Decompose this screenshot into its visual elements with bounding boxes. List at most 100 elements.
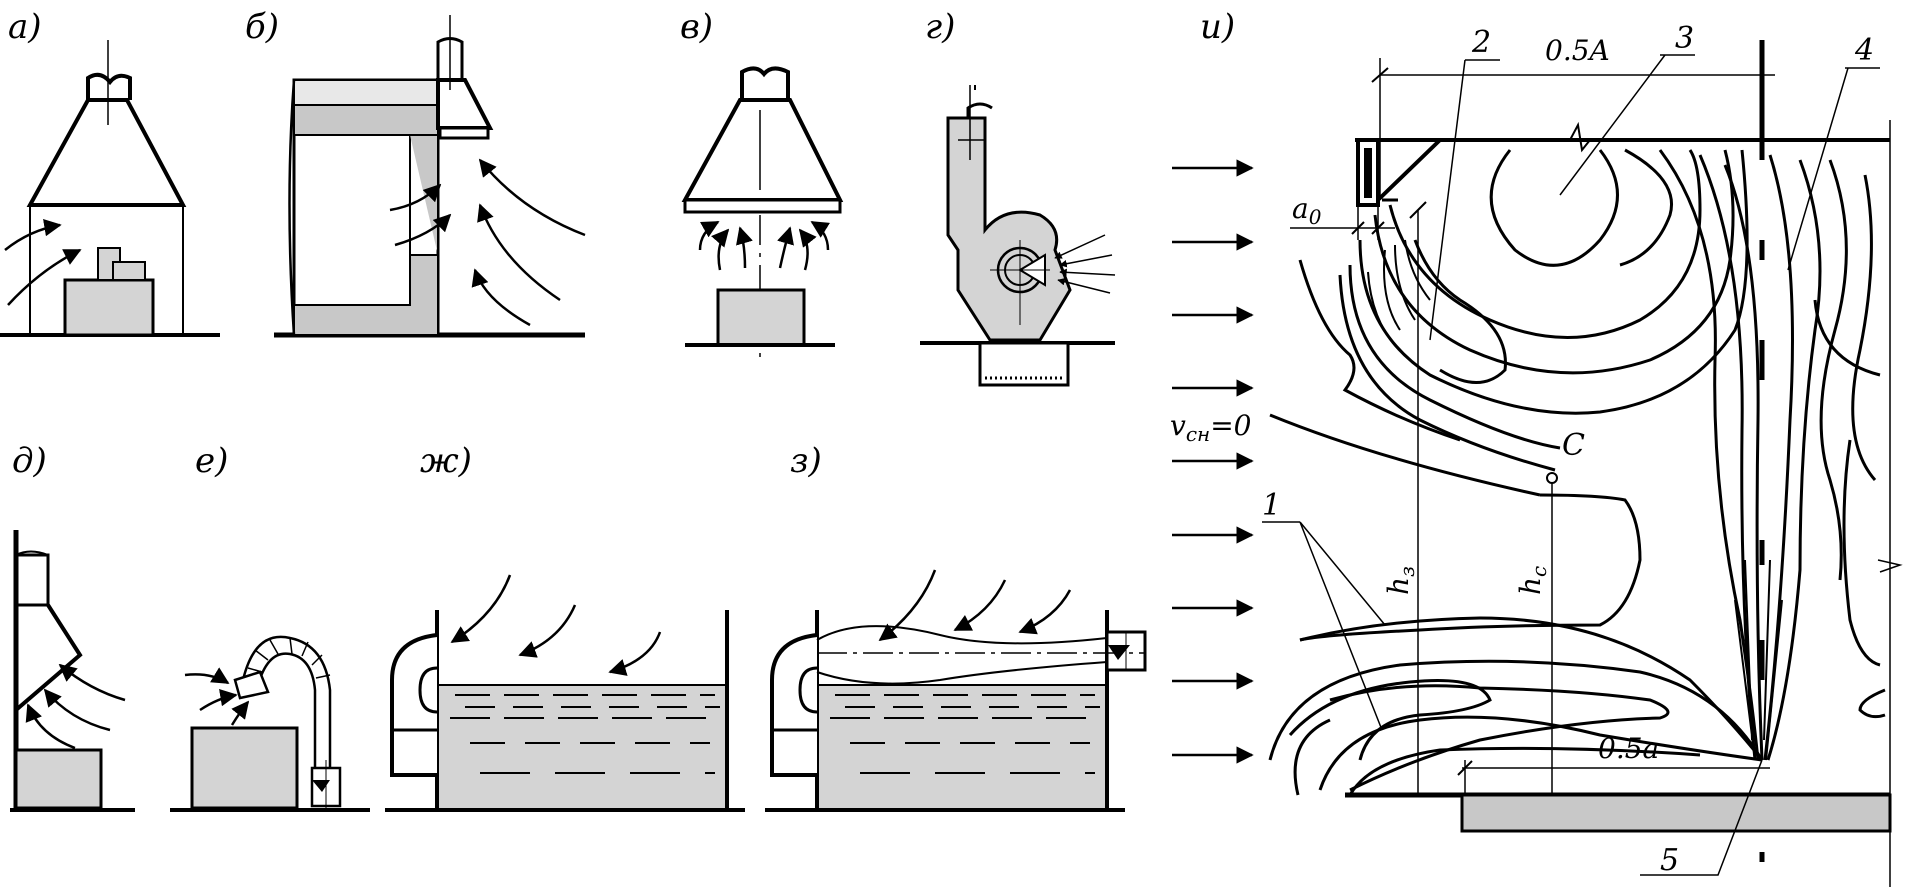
streamline-4 bbox=[1373, 149, 1735, 375]
panel-a: а) bbox=[0, 7, 220, 337]
dim-hc-text: hс bbox=[1514, 566, 1551, 595]
tank-liquid-z bbox=[817, 685, 1107, 810]
marker-1: 1 bbox=[1262, 488, 1281, 523]
duct-d-top bbox=[15, 550, 49, 556]
streamline-10 bbox=[1413, 239, 1507, 384]
streamline-21 bbox=[1813, 299, 1881, 377]
arrow-g2 bbox=[1059, 254, 1113, 268]
arrow-d2 bbox=[43, 688, 111, 732]
side-slot-zh bbox=[418, 666, 438, 714]
streamline-25 bbox=[1268, 659, 1764, 761]
hood-b-lip bbox=[438, 126, 490, 140]
streamline-24 bbox=[1288, 678, 1492, 761]
point-c bbox=[1546, 472, 1558, 484]
arrow-b1 bbox=[478, 158, 586, 237]
fine-streamline-3 bbox=[1404, 239, 1431, 301]
hood-b bbox=[436, 78, 494, 130]
arrow-g4 bbox=[1057, 277, 1111, 294]
streamline-28 bbox=[1293, 718, 1331, 796]
streamline-16 bbox=[1658, 149, 1760, 761]
panel-b-label: б) bbox=[245, 7, 279, 47]
equipment-i bbox=[1460, 793, 1892, 833]
panel-d: д) bbox=[10, 441, 135, 812]
duct-v bbox=[740, 66, 790, 100]
arrow-zh2 bbox=[518, 604, 577, 658]
marker-5: 5 bbox=[1660, 843, 1679, 878]
duct-d bbox=[16, 553, 50, 607]
tank-liquid-zh bbox=[437, 685, 727, 810]
ceiling-break bbox=[1569, 121, 1591, 153]
arrow-e2 bbox=[199, 688, 238, 712]
arrow-zh3 bbox=[608, 631, 662, 676]
equipment-v bbox=[716, 288, 806, 347]
dim-h3-text: hз bbox=[1382, 566, 1419, 595]
arrow-v6 bbox=[810, 220, 830, 251]
streamline-11 bbox=[1299, 493, 1642, 642]
streamline-15 bbox=[1766, 159, 1822, 761]
nozzle-e bbox=[233, 670, 270, 700]
duct-a bbox=[86, 72, 132, 100]
arrow-z1 bbox=[878, 569, 937, 642]
cabinet-b-left-edge bbox=[288, 79, 296, 336]
panel-zh-label: ж) bbox=[420, 441, 472, 481]
dim-half-A-tick bbox=[1371, 67, 1389, 83]
collector-g bbox=[946, 116, 1072, 342]
arrow-v4 bbox=[777, 226, 794, 269]
dim-a0-text: a0 bbox=[1292, 192, 1322, 229]
streamline-23 bbox=[1329, 684, 1670, 792]
panel-a-label: а) bbox=[8, 7, 42, 47]
duct-g bbox=[966, 102, 993, 118]
pit-g bbox=[978, 341, 1070, 387]
panel-zh: ж) bbox=[385, 441, 745, 812]
point-c-label: C bbox=[1562, 428, 1585, 463]
panel-e: е) bbox=[170, 441, 370, 812]
panel-z: з) bbox=[765, 441, 1147, 812]
equipment-d bbox=[14, 748, 103, 810]
arrow-v2 bbox=[711, 228, 730, 271]
arrow-v3 bbox=[736, 226, 753, 269]
panel-v: в) bbox=[680, 7, 844, 360]
streamline-17 bbox=[1819, 159, 1848, 581]
fine-streamlines bbox=[1367, 239, 1783, 761]
marker-4: 4 bbox=[1854, 33, 1874, 68]
arrow-b3 bbox=[471, 268, 531, 327]
cabinet-b-band bbox=[293, 104, 439, 136]
dim-h3-tick bbox=[1409, 201, 1427, 219]
side-slot-z bbox=[798, 666, 818, 714]
hood-a bbox=[26, 98, 187, 207]
marker-2: 2 bbox=[1471, 25, 1491, 60]
arrow-b4 bbox=[389, 183, 442, 212]
hood-v-lip bbox=[683, 198, 842, 214]
arm-e-ribs bbox=[247, 637, 331, 679]
arrow-a2 bbox=[7, 248, 82, 306]
dim-half-A-text: 0.5A bbox=[1545, 34, 1610, 67]
streamline-8 bbox=[1298, 259, 1461, 442]
leader-2 bbox=[1429, 59, 1500, 341]
arrow-d3 bbox=[25, 703, 76, 750]
streamline-1 bbox=[1489, 149, 1619, 267]
dim-half-a-tick bbox=[1457, 760, 1473, 776]
arrow-b2 bbox=[477, 203, 561, 302]
fine-streamline-1 bbox=[1383, 249, 1401, 331]
jet-lower-z bbox=[816, 661, 1108, 685]
panel-d-label: д) bbox=[12, 441, 47, 481]
equipment-e bbox=[190, 726, 299, 810]
panel-v-label: в) bbox=[680, 7, 713, 47]
panel-g: г) bbox=[920, 7, 1116, 387]
arrow-z3 bbox=[1018, 589, 1072, 635]
flow-velocity-label: vсн=0 bbox=[1170, 409, 1251, 446]
streamline-9 bbox=[1269, 413, 1541, 497]
panel-z-label: з) bbox=[790, 441, 822, 481]
jet-upper-z bbox=[816, 625, 1108, 645]
arrow-e3 bbox=[230, 700, 250, 726]
marker-3: 3 bbox=[1675, 21, 1694, 56]
panel-b: б) bbox=[245, 7, 586, 338]
streamline-3 bbox=[1388, 149, 1702, 339]
panel-i: и) vсн=0 0.5A 2 bbox=[1170, 7, 1903, 887]
right-boundary-break bbox=[1877, 559, 1903, 573]
streamline-18 bbox=[1851, 174, 1877, 481]
equipment-a-top2 bbox=[112, 261, 146, 281]
streamline-2 bbox=[1619, 148, 1673, 267]
